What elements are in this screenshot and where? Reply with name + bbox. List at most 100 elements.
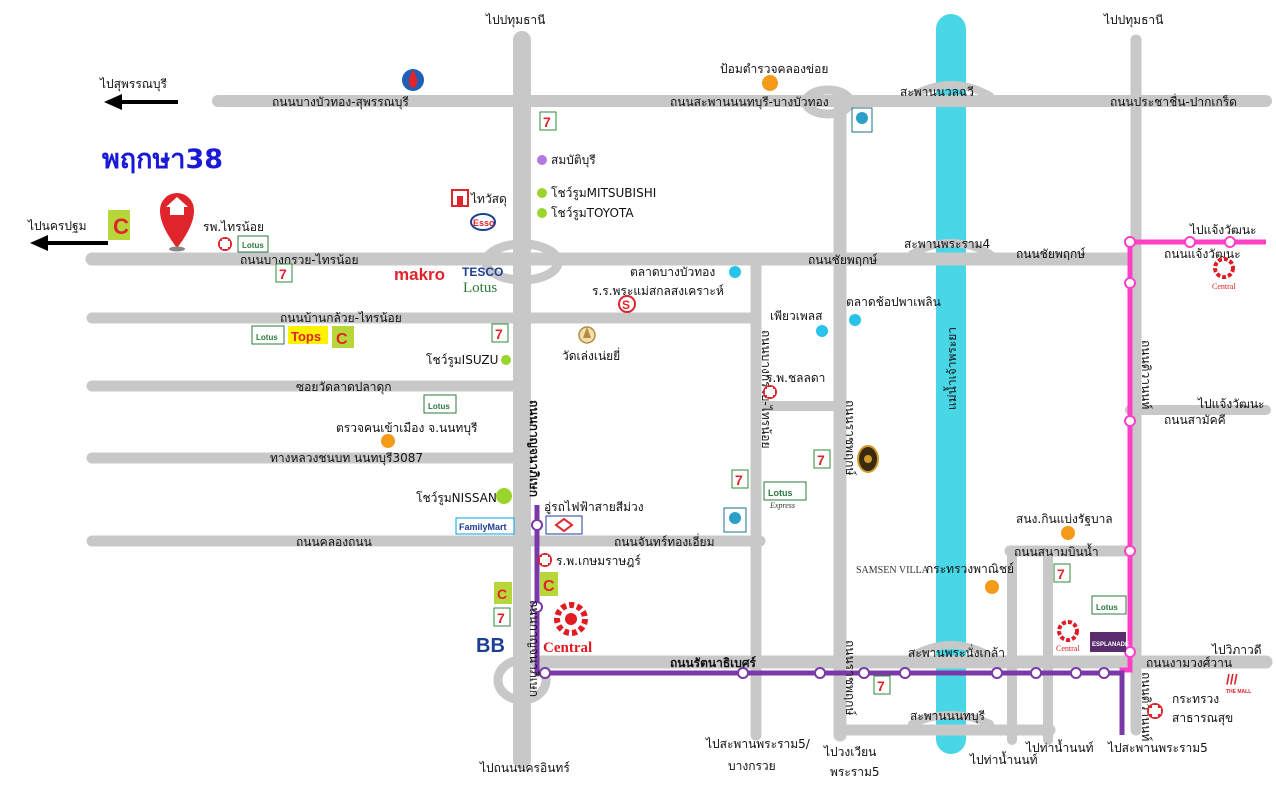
svg-text:C: C [113, 214, 129, 239]
interchange-kanchana-chaiyaphruek [481, 239, 563, 285]
svg-text:TESCO: TESCO [462, 265, 503, 279]
road-label-chan-thong: ถนนจันทร์ทองเอี่ยม [614, 533, 715, 549]
arrow-suphan [104, 94, 178, 110]
lotus-tops-cluster: Lotus Tops C [251, 325, 354, 348]
label-to-pathum-2: ไปปทุมธานี [1103, 13, 1163, 28]
poi-temple-label: วัดเล่งเน่ยยี่ [562, 347, 620, 363]
label-to-vibhavadi: ไปวิภาวดี [1211, 643, 1262, 657]
poi-toyota-label: โชว์รูมTOYOTA [551, 206, 634, 221]
road-label-bbt-suphan: ถนนบางบัวทอง-สุพรรณบุรี [272, 95, 409, 110]
school-s-icon: S [618, 295, 636, 313]
svg-text:Lotus: Lotus [463, 280, 497, 296]
svg-text:7: 7 [1057, 566, 1065, 582]
road-label-chaiyaphruek-2: ถนนชัยพฤกษ์ [1016, 247, 1085, 261]
arrow-nakhon-pathom [30, 235, 108, 251]
the-mall-logo: /// THE MALL [1226, 671, 1251, 695]
police-badge-icon [857, 445, 879, 473]
svg-text:Esso: Esso [473, 218, 495, 228]
lotus-small-icon: Lotus [237, 235, 269, 253]
seven-eleven-icon: 7 [813, 449, 831, 469]
road-label-tiwanon-v: ถนนติวานนท์ [1139, 340, 1153, 409]
seven-eleven-icon: 7 [873, 675, 891, 695]
svg-text:Lotus: Lotus [256, 333, 278, 342]
poi-kasemrad-label: ร.พ.เกษมราษฎร์ [556, 554, 641, 568]
big-c-small-icon: C C [494, 572, 558, 604]
bridge-arc-rama4 [908, 239, 994, 258]
svg-text:C: C [497, 586, 507, 602]
label-to-pathum-1: ไปปทุมธานี [485, 13, 545, 28]
poi-talat-bbt-icon [729, 266, 741, 278]
poi-talat-bbt-label: ตลาดบางบัวทอง [630, 265, 715, 279]
familymart-logo: FamilyMart [455, 517, 515, 535]
road-label-samakkhi: ถนนสามัคคี [1164, 413, 1226, 427]
tesco-lotus-logo: TESCO Lotus [462, 265, 503, 296]
road-label-kanchana-bottom: ถนนกาญจนาภิเษก [527, 600, 541, 697]
svg-text:FamilyMart: FamilyMart [459, 522, 507, 532]
poi-health-ministry-label-a: กระทรวง [1172, 692, 1219, 706]
lotus-express-logo: Lotus Express [763, 481, 807, 510]
poi-isuzu-icon [501, 355, 511, 365]
lotus-3087-icon: Lotus [423, 394, 457, 414]
svg-text:Lotus: Lotus [428, 402, 450, 411]
svg-text:SAMSEN VILLA: SAMSEN VILLA [856, 565, 930, 576]
label-to-chaeng-2: ไปแจ้งวัฒนะ [1197, 397, 1265, 411]
temple-icon [578, 326, 596, 344]
poi-piyaplace-icon [816, 325, 828, 337]
poi-mitsubishi-icon [537, 188, 547, 198]
bridge-arc-pnk [908, 641, 994, 660]
poi-police-label: ป้อมตำรวจคลองข่อย [720, 62, 828, 76]
road-label-ngam-wong-wan: ถนนงามวงศ์วาน [1146, 656, 1232, 670]
bridge-arc-nonthaburi [908, 711, 994, 728]
bangchak-icon-top [851, 107, 873, 133]
bb-logo: BB [476, 635, 505, 657]
svg-text:7: 7 [817, 452, 825, 468]
road-label-kanchana-v: ถนนกาญจนาภิเษก [527, 400, 541, 497]
road-label-prachachuen: ถนนประชาชื่น-ปากเกร็ด [1110, 93, 1237, 109]
road-label-sanam-bin: ถนนสนามบินน้ำ [1014, 543, 1099, 559]
seven-eleven-icon: 7 [275, 263, 293, 283]
svg-text:Lotus: Lotus [242, 241, 264, 250]
hospital-sai-noi-icon [218, 237, 232, 251]
svg-text:///: /// [1226, 671, 1238, 687]
poi-toyota-icon [537, 208, 547, 218]
svg-text:S: S [622, 298, 630, 312]
svg-text:Express: Express [769, 501, 795, 510]
label-to-suphan: ไปสุพรรณบุรี [99, 77, 168, 92]
poi-immigration-icon [381, 434, 395, 448]
svg-text:7: 7 [497, 610, 505, 626]
bridge-label-pnk: สะพานพระนั่งเกล้า [908, 644, 1005, 660]
svg-text:7: 7 [279, 266, 287, 282]
label-to-wongwian-b: พระราม5 [830, 765, 880, 779]
road-label-chaiyaphruek-1: ถนนชัยพฤกษ์ [808, 253, 877, 267]
label-to-pier-1: ไปท่าน้ำนนท์ [969, 751, 1038, 767]
poi-chonlada-label: ร.พ.ชลลดา [766, 371, 825, 385]
label-to-chaeng-1: ไปแจ้งวัฒนะ [1189, 223, 1257, 237]
interchange-kanchana-rattanathibet [493, 655, 551, 705]
road-label-saphan-bbt: ถนนสะพานนนทบุรี-บางบัวทอง [670, 95, 829, 110]
label-to-rama5-a: ไปสะพานพระราม5/ [705, 737, 811, 751]
bangchak-icon [723, 507, 747, 533]
seven-eleven-icon: 7 [491, 323, 509, 343]
bridge-arc-nuanchawi [908, 81, 994, 100]
svg-text:Lotus: Lotus [1096, 603, 1118, 612]
road-label-chaeng-wattana: ถนนแจ้งวัฒนะ [1164, 247, 1241, 261]
seven-eleven-icon: 7 [493, 607, 511, 627]
svg-text:7: 7 [543, 114, 551, 130]
label-to-pier-2: ไปท่าน้ำนนท์ [1025, 739, 1094, 755]
svg-text:7: 7 [495, 326, 503, 342]
bridge-label-rama4: สะพานพระราม4 [904, 237, 990, 251]
seven-eleven-icon: 7 [1053, 563, 1071, 583]
central-logo-tiwanon: Central [1056, 620, 1080, 653]
poi-commerce-label: กระทรวงพาณิชย์ [926, 562, 1014, 576]
poi-sombatburi-icon [537, 155, 547, 165]
poi-thaiwatsadu-label: ไทวัสดุ [470, 192, 507, 207]
pink-line-stations [1124, 236, 1236, 658]
svg-text:Central: Central [1212, 282, 1236, 291]
svg-text:THE MALL: THE MALL [1226, 689, 1251, 695]
svg-text:C: C [543, 578, 555, 595]
poi-health-ministry-label-b: สาธารณสุข [1172, 711, 1233, 726]
interchange-ratchaphruek-bbt [801, 85, 855, 119]
central-logo: Central [543, 602, 592, 656]
poi-immigration-label: ตรวจคนเข้าเมือง จ.นนทบุรี [336, 421, 478, 436]
